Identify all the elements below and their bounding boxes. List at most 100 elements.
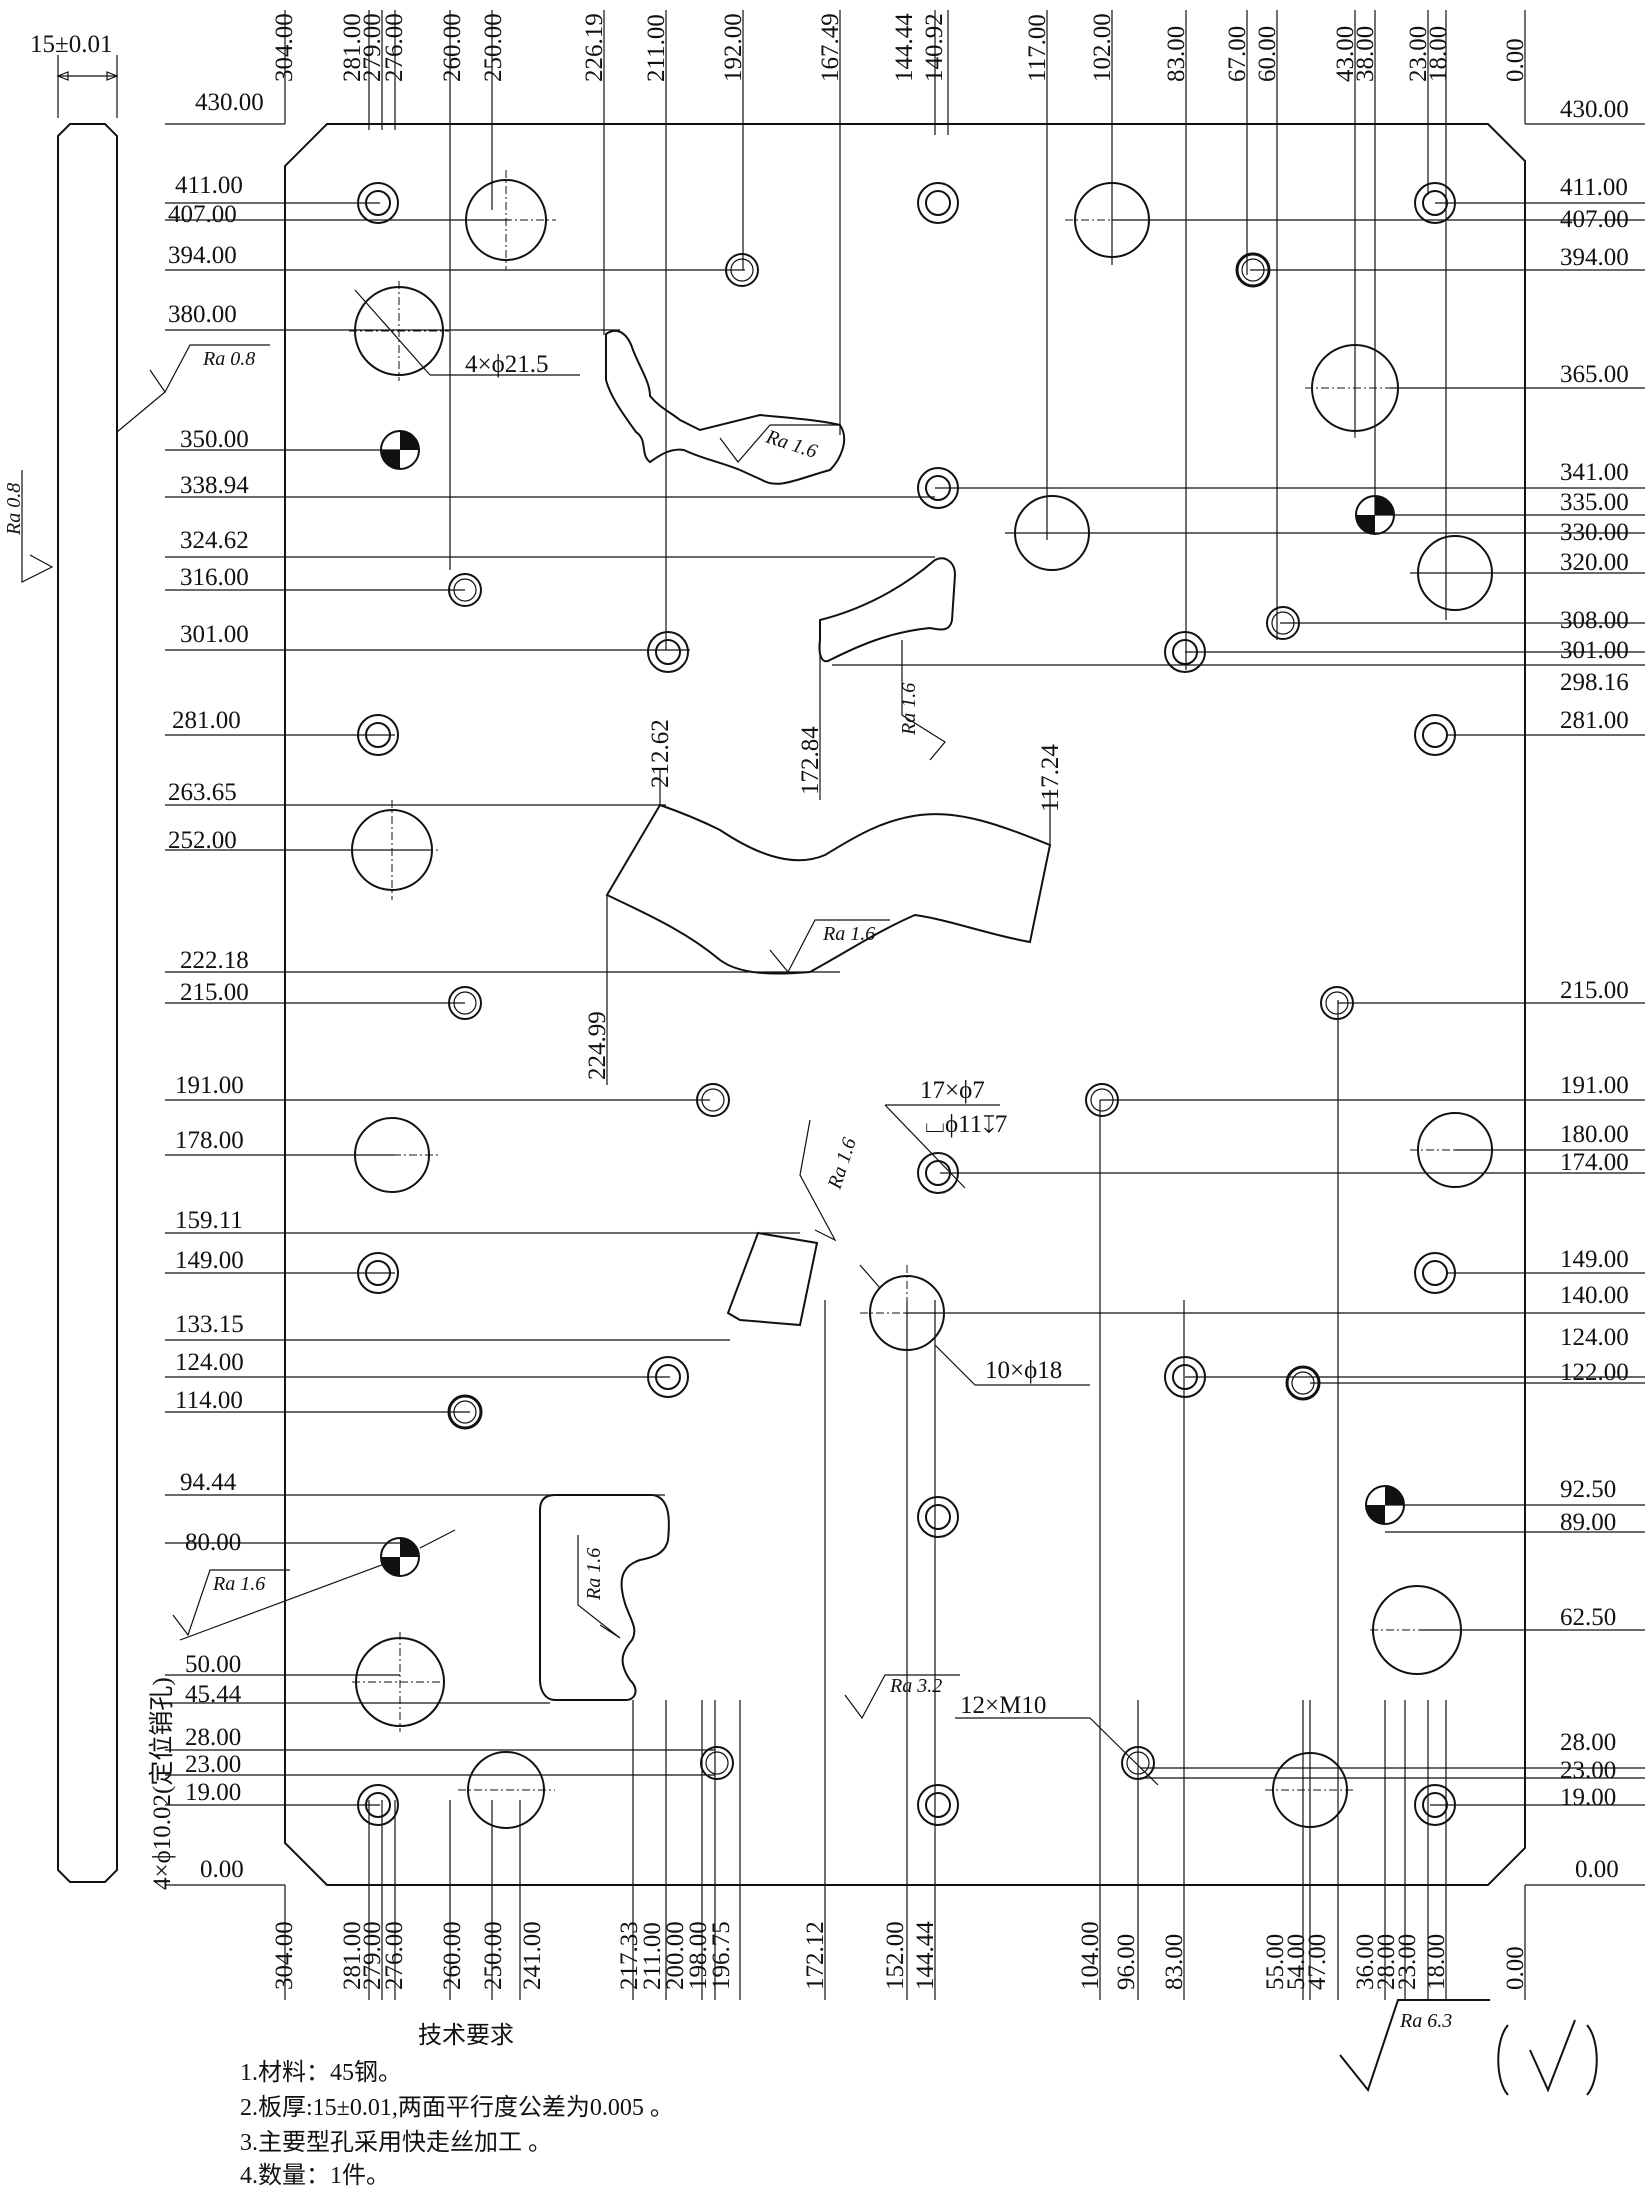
bottom-dim-label: 28.00 <box>1373 1934 1400 1990</box>
right-dim-label: 19.00 <box>1560 1784 1616 1811</box>
left-dim-label: 94.44 <box>180 1469 237 1496</box>
top-dim-label: 167.49 <box>817 13 844 82</box>
cbore-hole <box>647 631 689 673</box>
top-dim-label: 0.00 <box>1502 38 1529 82</box>
top-dim-label: 23.00 <box>1405 26 1432 82</box>
bottom-dim-label: 18.00 <box>1423 1934 1450 1990</box>
right-dim-label: 140.00 <box>1560 1282 1629 1309</box>
top-dimensions: 304.00 281.00 279.00 276.00 260.00 250.0… <box>271 10 1529 670</box>
left-dim-label: 19.00 <box>185 1779 241 1806</box>
bottom-dim-label: 198.00 <box>685 1921 712 1990</box>
left-dim-label: 252.00 <box>168 827 237 854</box>
cbore-hole <box>917 1496 959 1538</box>
thread-hole <box>1121 1746 1155 1780</box>
bottom-dim-label: 104.00 <box>1077 1921 1104 1990</box>
right-dim-label: 430.00 <box>1560 96 1629 123</box>
inner-dim-label: 224.99 <box>584 1011 611 1080</box>
cbore-hole <box>357 1252 399 1294</box>
ra16-small-rect: Ra 1.6 <box>824 1135 861 1192</box>
left-dim-label: 407.00 <box>168 201 237 228</box>
right-dim-label: 23.00 <box>1560 1757 1616 1784</box>
right-dim-label: 298.16 <box>1560 669 1629 696</box>
bottom-dim-label: 96.00 <box>1113 1934 1140 1990</box>
top-dim-label: 211.00 <box>643 14 670 82</box>
notes-title: 技术要求 <box>418 2022 514 2049</box>
thread-hole <box>1320 986 1354 1020</box>
right-dim-label: 281.00 <box>1560 707 1629 734</box>
top-dim-label: 192.00 <box>720 13 747 82</box>
right-dim-label: 215.00 <box>1560 977 1629 1004</box>
left-dim-label: 411.00 <box>175 172 243 199</box>
right-dim-label: 394.00 <box>1560 244 1629 271</box>
bottom-dim-label: 260.00 <box>439 1921 466 1990</box>
bottom-dim-label: 55.00 <box>1262 1934 1289 1990</box>
inner-dim-label: 212.62 <box>647 719 674 788</box>
bottom-dim-label: 279.00 <box>359 1921 386 1990</box>
ra16-pin: Ra 1.6 <box>212 1573 265 1595</box>
notes-line-1: 1.材料：45钢。 <box>240 2059 402 2086</box>
cbore-hole <box>357 714 399 756</box>
left-dim-label: 222.18 <box>180 947 249 974</box>
top-dim-label: 102.00 <box>1089 13 1116 82</box>
right-dim-label: 407.00 <box>1560 206 1629 233</box>
right-dim-label: 124.00 <box>1560 1324 1629 1351</box>
left-dim-label: 0.00 <box>200 1856 244 1883</box>
bottom-dim-label: 281.00 <box>339 1921 366 1990</box>
left-dim-label: 133.15 <box>175 1311 244 1338</box>
right-dim-label: 365.00 <box>1560 361 1629 388</box>
right-dim-label: 330.00 <box>1560 519 1629 546</box>
thread-hole <box>448 573 482 607</box>
right-dimensions: 430.00 411.00 407.00 394.00 365.00 341.0… <box>832 96 1645 1886</box>
right-dim-label: 28.00 <box>1560 1729 1616 1756</box>
notes-line-2: 2.板厚:15±0.01,两面平行度公差为0.005 。 <box>240 2094 674 2121</box>
bottom-dim-label: 276.00 <box>381 1921 408 1990</box>
ra16-mid-cavity: Ra 1.6 <box>898 683 920 736</box>
left-dim-label: 124.00 <box>175 1349 244 1376</box>
top-dim-label: 304.00 <box>271 13 298 82</box>
thread-hole <box>448 986 482 1020</box>
pin-holes <box>380 430 1405 1577</box>
right-dim-label: 341.00 <box>1560 459 1629 486</box>
technical-notes: 技术要求 1.材料：45钢。 2.板厚:15±0.01,两面平行度公差为0.00… <box>240 2022 674 2189</box>
right-dim-label: 320.00 <box>1560 549 1629 576</box>
thread-hole <box>1085 1083 1119 1117</box>
left-dim-label: 430.00 <box>195 89 264 116</box>
pin-hole <box>380 430 420 470</box>
top-dim-label: 140.92 <box>921 13 948 82</box>
cavity-mid-small <box>818 557 957 663</box>
notes-line-4: 4.数量：1件。 <box>240 2162 390 2189</box>
bottom-dim-label: 23.00 <box>1394 1934 1421 1990</box>
right-dim-label: 191.00 <box>1560 1072 1629 1099</box>
bottom-dim-label: 83.00 <box>1161 1934 1188 1990</box>
callout-phi18: 10×ϕ18 <box>985 1357 1062 1384</box>
cavity-top <box>605 329 846 485</box>
top-dim-label: 67.00 <box>1224 26 1251 82</box>
bottom-dim-label: 47.00 <box>1304 1934 1331 1990</box>
top-dim-label: 281.00 <box>339 13 366 82</box>
callouts: 4×ϕ21.5 17×ϕ7 ⌴ϕ11↧7 10×ϕ18 12×M10 4×ϕ10… <box>148 289 1159 1890</box>
cbore-hole <box>357 1784 399 1826</box>
left-dim-label: 338.94 <box>180 472 249 499</box>
plate-outline <box>284 123 1526 1886</box>
right-dim-label: 0.00 <box>1575 1856 1619 1883</box>
cavities <box>539 329 1052 1701</box>
large-holes <box>345 170 1500 1829</box>
bottom-dim-label: 54.00 <box>1283 1934 1310 1990</box>
thread-hole <box>696 1083 730 1117</box>
thread-hole <box>447 1394 483 1430</box>
left-dim-label: 281.00 <box>172 707 241 734</box>
roughness-marks: Ra 1.6 Ra 1.6 Ra 1.6 Ra 1.6 Ra 1.6 Ra 1.… <box>172 424 1598 2096</box>
left-dim-label: 394.00 <box>168 242 237 269</box>
pin-hole <box>380 1537 420 1577</box>
right-dim-label: 62.50 <box>1560 1604 1616 1631</box>
ra16-bottom-cavity: Ra 1.6 <box>583 1548 605 1601</box>
right-dim-label: 122.00 <box>1560 1359 1629 1386</box>
left-dim-label: 215.00 <box>180 979 249 1006</box>
cavity-large <box>605 803 1052 975</box>
right-dim-label: 335.00 <box>1560 489 1629 516</box>
bottom-dim-label: 0.00 <box>1502 1946 1529 1990</box>
thread-hole <box>1266 606 1300 640</box>
thread-hole <box>1235 252 1271 288</box>
